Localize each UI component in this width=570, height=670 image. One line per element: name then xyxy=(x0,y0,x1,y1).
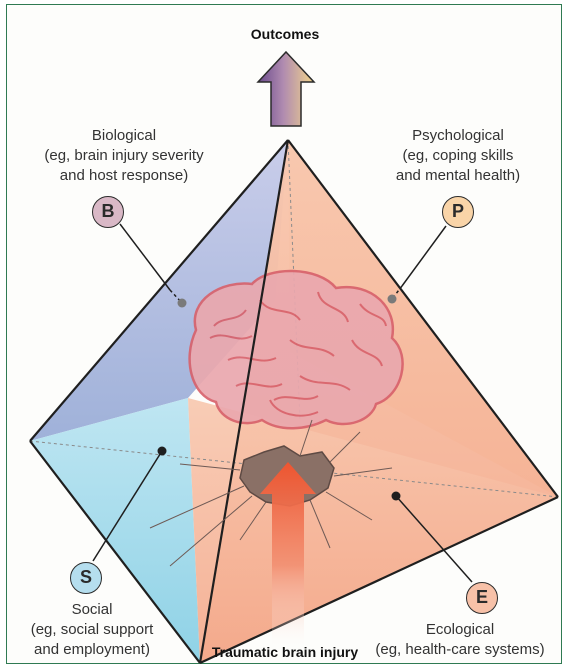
biological-pointer-dot xyxy=(178,299,187,308)
biological-circle-b: B xyxy=(92,196,124,228)
ecological-pointer-dot xyxy=(392,492,401,501)
psychological-pointer-dot xyxy=(388,295,397,304)
biological-example-line2: and host response) xyxy=(14,166,234,186)
traumatic-brain-injury-label: Traumatic brain injury xyxy=(190,642,380,662)
biological-label: Biological (eg, brain injury severity an… xyxy=(14,126,234,186)
psychological-example-line1: (eg, coping skills xyxy=(358,146,558,166)
outcomes-arrow xyxy=(258,52,314,126)
ecological-circle-e: E xyxy=(466,582,498,614)
brain-illustration xyxy=(190,271,403,428)
social-circle-s: S xyxy=(70,562,102,594)
psychological-title: Psychological xyxy=(358,126,558,146)
social-example-line2: and employment) xyxy=(8,640,176,660)
biological-title: Biological xyxy=(14,126,234,146)
ecological-label: Ecological (eg, health-care systems) xyxy=(362,620,558,660)
social-example-line1: (eg, social support xyxy=(8,620,176,640)
psychological-label: Psychological (eg, coping skills and men… xyxy=(358,126,558,186)
social-label: Social (eg, social support and employmen… xyxy=(8,600,176,660)
psychological-circle-p: P xyxy=(442,196,474,228)
social-title: Social xyxy=(8,600,176,620)
social-pointer-dot xyxy=(158,447,167,456)
biological-example-line1: (eg, brain injury severity xyxy=(14,146,234,166)
ecological-example-line1: (eg, health-care systems) xyxy=(362,640,558,660)
psychological-example-line2: and mental health) xyxy=(358,166,558,186)
ecological-title: Ecological xyxy=(362,620,558,640)
outcomes-label: Outcomes xyxy=(235,24,335,44)
